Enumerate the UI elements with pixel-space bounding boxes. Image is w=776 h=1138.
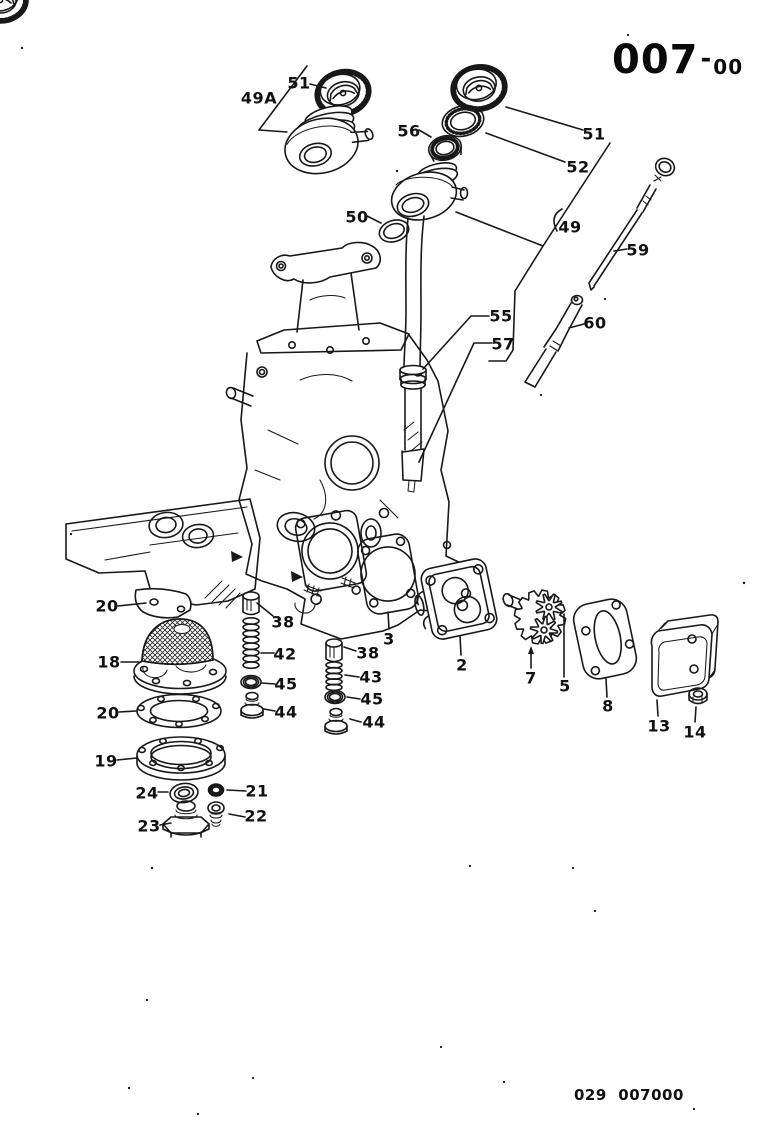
part-label-45-center: 45: [274, 674, 298, 694]
filler-neck-and-tube-drawing: [378, 162, 469, 493]
print-specks: [20, 33, 746, 1116]
part-label-18: 18: [97, 652, 121, 672]
part-label-51-left: 51: [287, 73, 311, 93]
part-label-20-upper: 20: [95, 596, 119, 616]
knurled-cap-glyph: [0, 0, 29, 24]
page-code-separator: -: [700, 43, 712, 74]
part-label-2: 2: [456, 655, 468, 675]
part-label-8: 8: [602, 696, 614, 716]
part-label-60: 60: [583, 313, 607, 333]
oil-strainer-drawing: [133, 618, 227, 695]
drain-plug-group-drawing: [162, 782, 225, 838]
part-label-57: 57: [491, 334, 515, 354]
oil-pump-drawing: [357, 533, 719, 705]
crankcase-half-drawing: [65, 386, 261, 619]
part-label-50: 50: [345, 207, 369, 227]
knurled-ring-drawing: [427, 134, 463, 162]
page-code-suffix: 00: [713, 54, 744, 79]
part-label-55: 55: [489, 306, 513, 326]
part-label-59: 59: [626, 240, 650, 260]
relief-valve-center-drawing: [240, 591, 264, 719]
page-code-main: 007: [612, 37, 699, 83]
part-label-44-right: 44: [362, 712, 386, 732]
part-label-38-right: 38: [356, 643, 380, 663]
part-label-52: 52: [566, 157, 590, 177]
part-label-51-right: 51: [582, 124, 606, 144]
part-label-43: 43: [359, 667, 383, 687]
part-label-22: 22: [244, 806, 268, 826]
part-label-13: 13: [647, 716, 671, 736]
dipstick-tube-drawing: [524, 294, 584, 388]
part-label-7: 7: [525, 668, 537, 688]
part-label-49a: 49A: [240, 88, 278, 108]
filler-cap-body-drawing: [284, 105, 374, 175]
part-label-44-center: 44: [274, 702, 298, 722]
filler-cap-group-drawing: [0, 0, 29, 24]
part-label-23: 23: [137, 816, 161, 836]
part-label-49: 49: [558, 217, 582, 237]
strainer-gaskets-drawing: [136, 693, 226, 781]
page-code: 007 - 00: [612, 37, 744, 83]
footer-code: 029 007000: [574, 1086, 684, 1104]
dipstick-drawing: [588, 157, 676, 291]
part-label-42: 42: [273, 644, 297, 664]
part-label-3: 3: [383, 629, 395, 649]
part-label-21: 21: [245, 781, 269, 801]
engine-block-drawing: [231, 241, 470, 640]
part-label-24: 24: [135, 783, 159, 803]
relief-valve-right-drawing: [324, 638, 348, 735]
part-label-5: 5: [559, 676, 571, 696]
part-label-38-center: 38: [271, 612, 295, 632]
leader-lines: [116, 65, 697, 826]
cap-seal-drawing: [441, 104, 485, 138]
part-label-20-lower: 20: [96, 703, 120, 723]
part-label-56: 56: [397, 121, 421, 141]
part-label-45-right: 45: [360, 689, 384, 709]
part-label-19: 19: [94, 751, 118, 771]
part-label-14: 14: [683, 722, 707, 742]
